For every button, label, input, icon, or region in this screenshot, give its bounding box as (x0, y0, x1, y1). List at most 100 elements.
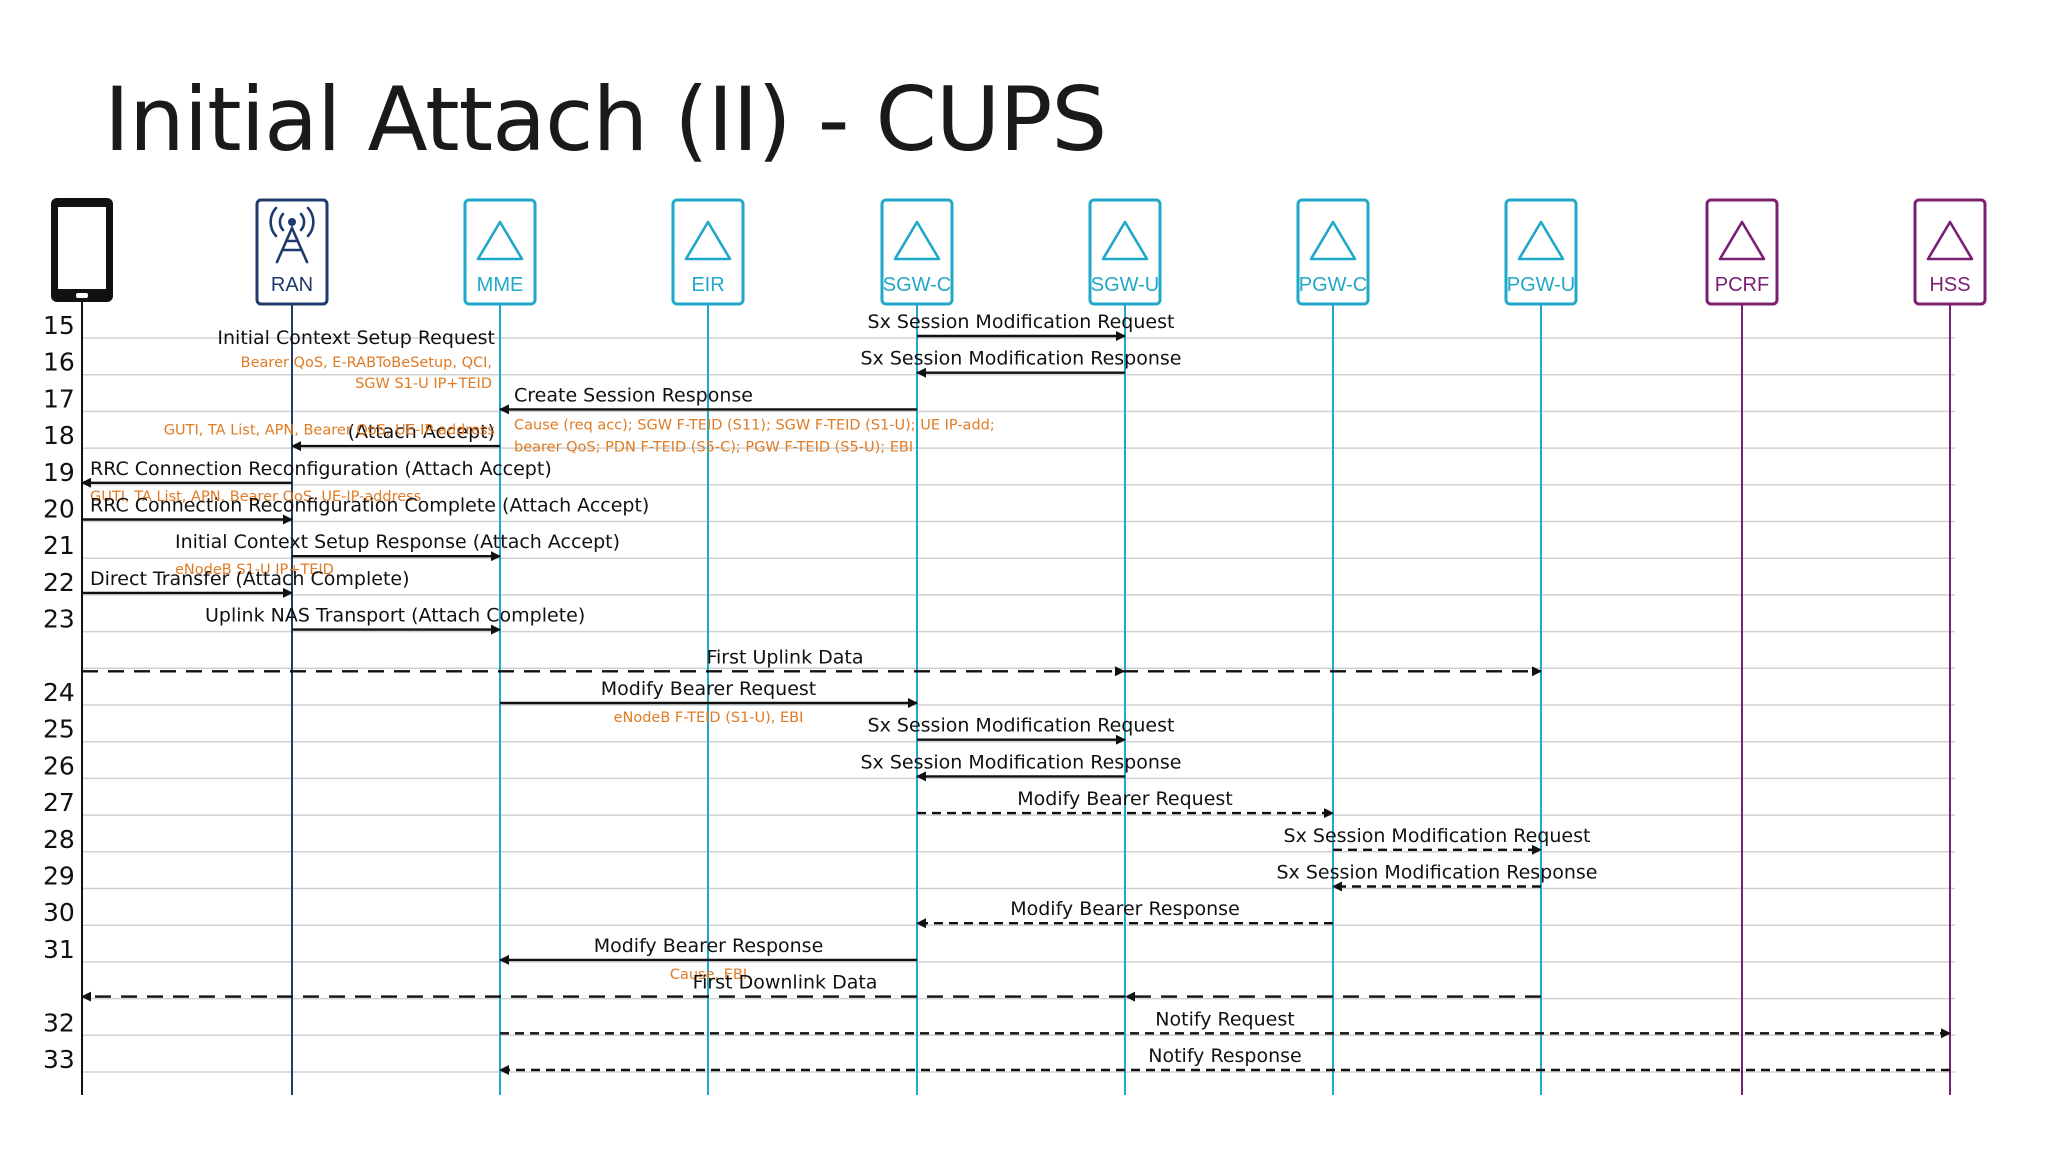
triangle-icon (1926, 220, 1974, 261)
message: Uplink NAS Transport (Attach Complete) (205, 605, 585, 635)
triangle-icon (684, 220, 732, 261)
message-label: First Uplink Data (706, 646, 863, 668)
message: Sx Session Modification Request (868, 311, 1175, 341)
step-number: 28 (43, 825, 75, 854)
message-label: Notify Response (1148, 1045, 1301, 1067)
entity-eir: EIR (671, 198, 745, 306)
message-detail: GUTI, TA List, APN, Bearer QoS, UE-IP-ad… (90, 489, 421, 505)
message-label: Sx Session Modification Response (861, 348, 1182, 370)
grid-layer (82, 337, 1955, 1073)
message-label: Uplink NAS Transport (Attach Complete) (205, 605, 585, 627)
entity-sgwc: SGW-C (880, 198, 954, 306)
message-detail: bearer QoS; PDN F-TEID (S5-C); PGW F-TEI… (514, 439, 913, 455)
entity-box (1913, 198, 1987, 306)
entity-box (1296, 198, 1370, 306)
message-label: Sx Session Modification Request (868, 311, 1175, 333)
message-label: Direct Transfer (Attach Complete) (90, 568, 410, 590)
step-number: 32 (43, 1008, 75, 1037)
message-label: Modify Bearer Response (594, 935, 824, 957)
message-label: RRC Connection Reconfiguration Complete … (90, 495, 649, 517)
message-label: Sx Session Modification Response (1277, 862, 1598, 884)
step-number: 20 (43, 495, 75, 524)
step-number: 22 (43, 568, 75, 597)
message: Initial Context Setup Response (Attach A… (175, 531, 620, 578)
message-label-secondary: (Attach Accept) (348, 421, 495, 443)
arrowhead-mid (1125, 991, 1135, 1002)
entity-box (1088, 198, 1162, 306)
message: Modify Bearer Response (916, 898, 1333, 929)
message: Notify Request (500, 1008, 1951, 1039)
lifeline-layer (81, 300, 1951, 1095)
step-number: 24 (43, 678, 75, 707)
entity-box (1504, 198, 1578, 306)
message-label: First Downlink Data (693, 972, 878, 994)
step-number: 17 (43, 384, 75, 413)
antenna-tower-icon (269, 206, 315, 264)
message: Sx Session Modification Response (861, 348, 1182, 378)
entity-label: HSS (1929, 274, 1970, 296)
triangle-icon (1309, 220, 1357, 261)
step-number: 27 (43, 788, 75, 817)
triangle-icon (476, 220, 524, 261)
entity-label: MME (477, 274, 524, 296)
entity-box (880, 198, 954, 306)
entity-box (1705, 198, 1779, 306)
step-number: 25 (43, 715, 75, 744)
entity-label: SGW-C (883, 274, 952, 296)
message-label: RRC Connection Reconfiguration (Attach A… (90, 458, 552, 480)
message: RRC Connection Reconfiguration (Attach A… (81, 458, 552, 505)
smartphone-icon (51, 198, 113, 302)
step-number: 18 (43, 421, 75, 450)
step-number: 19 (43, 458, 75, 487)
message-layer: Sx Session Modification Request Sx Sessio… (81, 311, 1951, 1075)
entity-pgwu: PGW-U (1504, 198, 1578, 306)
message: Sx Session Modification Response (861, 751, 1182, 782)
entity-label: EIR (691, 274, 724, 296)
message: RRC Connection Reconfiguration Complete … (82, 495, 649, 525)
entity-sgwu: SGW-U (1088, 198, 1162, 306)
arrowhead-mid (1115, 666, 1125, 677)
entity-ran: RAN (255, 198, 329, 306)
message-detail: SGW S1-U IP+TEID (355, 376, 492, 392)
message: Sx Session Modification Request (1284, 825, 1591, 855)
step-number: 26 (43, 751, 75, 780)
message-detail: Bearer QoS, E-RABToBeSetup, QCI, (241, 355, 492, 371)
message-label: Modify Bearer Request (1017, 788, 1232, 810)
entity-hss: HSS (1913, 198, 1987, 306)
message-label: Modify Bearer Request (601, 678, 816, 700)
entity-label: PGW-C (1299, 274, 1368, 296)
message-label: Initial Context Setup Response (Attach A… (175, 531, 620, 553)
message-detail: Cause, EBI (670, 967, 747, 983)
message-label: Sx Session Modification Response (861, 751, 1182, 773)
entity-label: SGW-U (1091, 274, 1160, 296)
entity-layer: RAN MME EIR SGW-C SGW-U PGW-C PGW-U PCRF HSS (51, 198, 1987, 306)
entity-label: PGW-U (1507, 274, 1576, 296)
message: Modify Bearer Request (917, 788, 1334, 819)
step-number: 15 (43, 311, 75, 340)
message-label: Sx Session Modification Request (1284, 825, 1591, 847)
step-number: 31 (43, 935, 75, 964)
message-detail: GUTI, TA List, APN, Bearer QoS, UE-IP-ad… (164, 422, 495, 438)
message: First Downlink Data (81, 972, 1541, 1002)
entity-label: PCRF (1715, 274, 1769, 296)
message-label: Notify Request (1155, 1008, 1294, 1030)
message-detail: eNodeB S1-U IP+TEID (175, 562, 334, 578)
step-number: 16 (43, 348, 75, 377)
page-title: Initial Attach (II) - CUPS (104, 68, 1107, 171)
message-label: Create Session Response (514, 384, 753, 406)
entity-mme: MME (463, 198, 537, 306)
step-number: 29 (43, 862, 75, 891)
message: Initial Context Setup Request(Attach Acc… (164, 327, 500, 452)
entity-ue (51, 198, 113, 302)
message: First Uplink Data (82, 646, 1542, 677)
step-number: 30 (43, 898, 75, 927)
entity-pgwc: PGW-C (1296, 198, 1370, 306)
entity-box (255, 198, 329, 306)
step-number: 21 (43, 531, 75, 560)
triangle-icon (1517, 220, 1565, 261)
